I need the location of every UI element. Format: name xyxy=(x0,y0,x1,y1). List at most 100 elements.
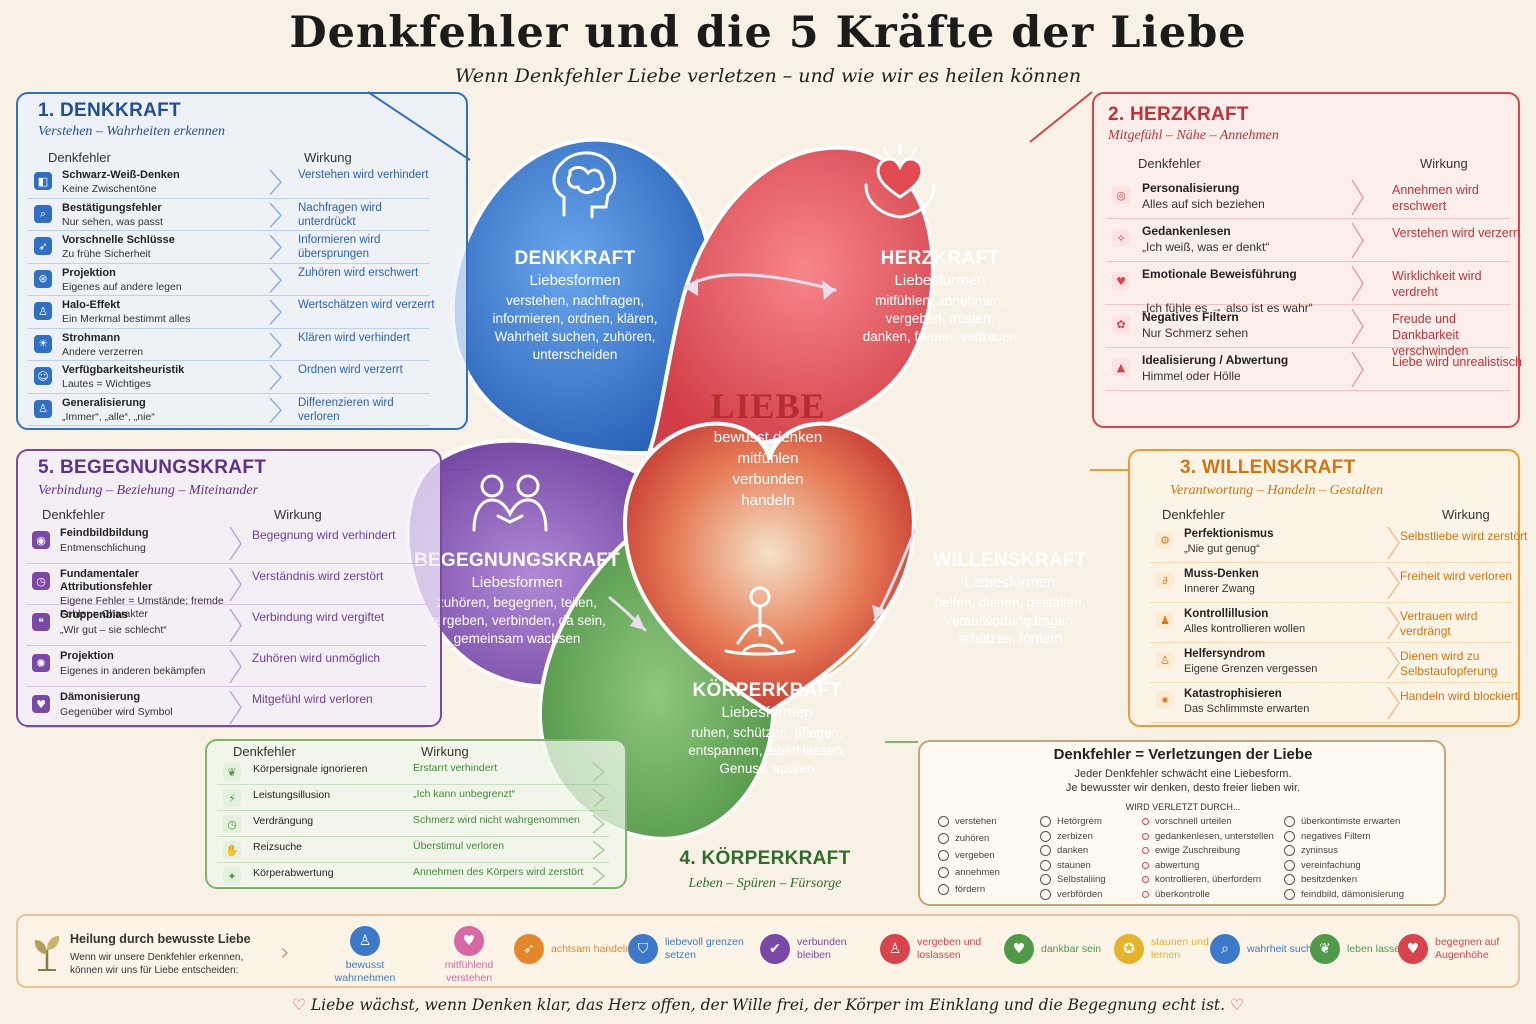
denkfehler-desc: Keine Zwischentöne xyxy=(62,183,157,195)
table-row xyxy=(26,646,426,687)
page-subtitle: Wenn Denkfehler Liebe verletzen – und wi… xyxy=(454,65,1082,87)
legend-label: verstehen xyxy=(955,816,997,827)
runner-icon: ➶ xyxy=(34,237,52,255)
healing-label: vergeben und loslassen xyxy=(917,936,982,961)
denkfehler-desc: Innerer Zwang xyxy=(1184,583,1255,595)
circle-icon xyxy=(1142,847,1149,854)
table-row xyxy=(1150,643,1512,683)
hand-icon: ✋ xyxy=(223,841,241,859)
legend-item: zerbizen xyxy=(1040,830,1093,842)
circle-icon xyxy=(938,867,949,878)
denkfehler-desc: Himmel oder Hölle xyxy=(1142,369,1241,383)
chat-icon: ❝ xyxy=(32,613,50,631)
heart-icon: ♥ xyxy=(1112,272,1130,290)
legend-label: gedankenlesen, unterstellen xyxy=(1155,830,1274,842)
healing-label: wahrheit suchen xyxy=(1247,942,1324,955)
legend-item: besitzdenken xyxy=(1284,874,1357,885)
legend-item: danken xyxy=(1040,845,1088,856)
legend-label: vergeben xyxy=(955,850,995,861)
wirkung-text: Freude und Dankbarkeit verschwinden xyxy=(1392,312,1469,358)
koerperkraft-col-wirkung: Wirkung xyxy=(421,744,469,759)
table-row xyxy=(1106,348,1510,391)
burst-icon: ✺ xyxy=(32,654,50,672)
table-row xyxy=(28,199,430,231)
circle-icon xyxy=(938,833,949,844)
denkfehler-desc: Entmenschlichung xyxy=(60,542,146,554)
denkfehler-name: Körperabwertung xyxy=(253,867,334,879)
wirkung-text: Freiheit wird verloren xyxy=(1400,569,1513,583)
denkkraft-title: 1. DENKKRAFT xyxy=(38,100,181,121)
panel-begegnungskraft: 5. BEGEGNUNGSKRAFT Verbindung – Beziehun… xyxy=(16,449,442,728)
panel-willenskraft: 3. WILLENSKRAFT Verantwortung – Handeln … xyxy=(1128,449,1527,727)
center-line-3: verbunden xyxy=(732,471,804,488)
denkfehler-name: Muss-Denken xyxy=(1184,568,1259,580)
summary-text-2: Je bewusster wir denken, desto freier li… xyxy=(1065,782,1301,794)
healing-text: Wenn wir unsere Denkfehler erkennen, kön… xyxy=(70,952,244,976)
begegnungskraft-col-denkfehler: Denkfehler xyxy=(42,507,105,522)
bolt-icon: ⚡ xyxy=(223,789,241,807)
table-row xyxy=(217,785,609,811)
chevron-right-icon xyxy=(269,169,283,196)
legend-item: überkontrolle xyxy=(1142,889,1210,900)
arrow-heads xyxy=(630,278,886,630)
shield-icon: ⛉ xyxy=(628,934,658,964)
target-icon: ◎ xyxy=(1112,186,1130,204)
denkfehler-desc: Zu frühe Sicherheit xyxy=(62,248,151,260)
denkfehler-desc: Eigenes in anderen bekämpfen xyxy=(60,665,206,677)
healing-item: ✪staunen und lernen xyxy=(1114,934,1231,964)
wirkung-text: Mitgefühl wird verloren xyxy=(252,692,373,706)
center-heart xyxy=(622,421,916,715)
chevron-right-icon xyxy=(229,526,242,561)
petal-wille-sub: Liebesformen xyxy=(964,574,1056,591)
magnifier-icon: ⌕ xyxy=(1210,934,1240,964)
circle-icon xyxy=(1142,890,1149,898)
denkfehler-name: Perfektionismus xyxy=(1184,528,1274,540)
chevron-right-icon xyxy=(269,266,283,293)
wirkung-text: Verständnis wird zerstört xyxy=(252,569,384,583)
table-row xyxy=(28,264,430,296)
chevron-right-icon xyxy=(1387,686,1400,720)
circle-icon xyxy=(938,816,949,827)
legend-item: vorschnell urteilen xyxy=(1142,816,1232,827)
denkfehler-desc: Lautes = Wichtiges xyxy=(62,378,152,390)
petal-denk-body: verstehen, nachfragen, informieren, ordn… xyxy=(492,293,658,362)
willenskraft-subtitle: Verantwortung – Handeln – Gestalten xyxy=(1170,483,1384,498)
chevron-right-icon xyxy=(269,299,283,326)
wirkung-text: Nachfragen wird unterdrückt xyxy=(298,201,382,228)
table-row xyxy=(1106,176,1510,219)
legend-item: fördern xyxy=(938,884,985,895)
denkfehler-desc: Eigene Fehler = Umstände; fremde Fehler … xyxy=(60,595,224,620)
petal-koerper-sub: Liebesformen xyxy=(721,704,813,721)
wirkung-text: Vertrauen wird verdrängt xyxy=(1400,609,1478,638)
legend-label: kontrollieren, überfordern xyxy=(1155,874,1262,885)
legend-label: besitzdenken xyxy=(1301,874,1357,885)
denkfehler-name: Schwarz-Weiß-Denken xyxy=(62,169,180,181)
legend-label: zerbizen xyxy=(1057,830,1093,842)
chevron-right-icon xyxy=(1387,646,1400,680)
wirkung-text: Verbindung wird vergiftet xyxy=(252,610,385,624)
legend-label: ewige Zuschreibung xyxy=(1155,845,1241,856)
petal-herz-title: HERZKRAFT xyxy=(880,248,1000,269)
projection-icon: ⊛ xyxy=(34,269,52,288)
sun-icon: ☀ xyxy=(34,334,52,353)
denkfehler-desc: „Ich fühle es → also ist es wahr“ xyxy=(1142,301,1313,315)
chevron-right-icon xyxy=(269,331,283,358)
legend-item: verbförden xyxy=(1040,888,1102,900)
denkfehler-name: Dämonisierung xyxy=(60,691,141,703)
denkfehler-desc: Alles auf sich beziehen xyxy=(1142,197,1265,211)
denkfehler-desc: Nur Schmerz sehen xyxy=(1142,326,1249,340)
table-row xyxy=(28,166,430,199)
legend-item: überkontimste erwarten xyxy=(1284,816,1400,827)
table-row xyxy=(1106,305,1510,348)
healing-item: ♙bewusst wahrnehmen xyxy=(330,926,400,985)
wirkung-text: Zuhören wird unmöglich xyxy=(252,651,381,665)
healing-strip: Heilung durch bewusste Liebe Wenn wir un… xyxy=(16,914,1520,988)
chevron-right-icon xyxy=(1351,308,1364,345)
legend-label: Selbstaliing xyxy=(1057,874,1106,885)
herzkraft-subtitle: Mitgefühl – Nähe – Annehmen xyxy=(1108,128,1279,143)
panel-koerperkraft: Denkfehler Wirkung ❦Körpersignale ignori… xyxy=(205,739,627,889)
herzkraft-col-denkfehler: Denkfehler xyxy=(1138,156,1201,171)
circle-icon xyxy=(1142,876,1149,883)
legend-item: vereinfachung xyxy=(1284,859,1361,871)
brain-icon xyxy=(552,151,617,219)
